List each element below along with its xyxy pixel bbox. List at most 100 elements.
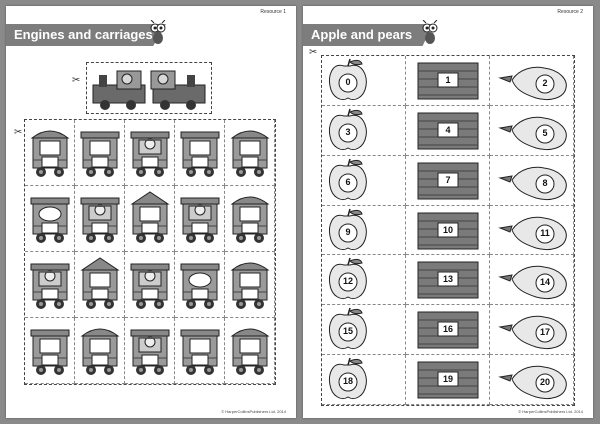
- carriage-card: [75, 318, 125, 384]
- apple-card: 12: [322, 255, 406, 306]
- carriage-card: [125, 252, 175, 318]
- crate-icon: [417, 212, 479, 250]
- carriage-child-icon: [80, 197, 120, 243]
- carriage-square-icon: [180, 329, 220, 375]
- crate-number: 19: [442, 374, 453, 385]
- pear-card: 11: [490, 205, 574, 256]
- apple-number: 12: [342, 276, 353, 287]
- scissors-icon: ✂: [14, 127, 23, 138]
- carriage-oval-icon: [30, 197, 70, 243]
- pear-icon: [498, 116, 567, 150]
- pear-card: 20: [490, 355, 574, 405]
- pear-icon: [498, 216, 567, 250]
- carriage-card: [125, 120, 175, 186]
- carriage-square-icon: [180, 131, 220, 177]
- carriage-card: [175, 186, 225, 252]
- carriage-child-icon: [130, 131, 170, 177]
- carriage-child-icon: [180, 197, 220, 243]
- page-title: Engines and carriages: [6, 24, 166, 46]
- carriage-card: [175, 120, 225, 186]
- carriage-card: [25, 120, 75, 186]
- carriage-square-icon: [80, 131, 120, 177]
- carriage-grid: [24, 119, 276, 385]
- crate-number: 13: [442, 274, 453, 285]
- crate-card: 1: [406, 56, 490, 106]
- carriage-card: [225, 186, 275, 252]
- resource-label: Resource 1: [260, 9, 286, 15]
- pear-icon: [498, 365, 567, 400]
- carriage-card: [125, 186, 175, 252]
- copyright: © HarperCollinsPublishers Ltd. 2014: [518, 409, 583, 414]
- pear-number: 5: [542, 127, 548, 138]
- carriage-card: [125, 318, 175, 384]
- crate-number: 1: [445, 75, 451, 85]
- crate-icon: [417, 361, 479, 399]
- carriage-round-icon: [230, 262, 270, 309]
- carriage-round-icon: [230, 328, 270, 375]
- crate-card: 13: [406, 255, 490, 306]
- apple-card: 18: [322, 355, 406, 405]
- ant-mascot-icon: [422, 20, 438, 44]
- carriage-child-icon: [130, 329, 170, 375]
- crate-card: 19: [406, 355, 490, 405]
- pear-card: 14: [490, 255, 574, 306]
- carriage-card: [75, 120, 125, 186]
- carriage-round-icon: [230, 130, 270, 177]
- crate-number: 10: [442, 224, 453, 235]
- scissors-icon: ✂: [309, 47, 318, 58]
- apple-number: 0: [345, 77, 351, 87]
- crate-icon: [417, 112, 479, 150]
- carriage-house-icon: [130, 191, 170, 243]
- apple-icon: [329, 158, 367, 200]
- carriage-card: [225, 120, 275, 186]
- carriage-square-icon: [30, 329, 70, 375]
- carriage-card: [175, 252, 225, 318]
- carriage-card: [75, 252, 125, 318]
- carriage-round-icon: [30, 130, 70, 177]
- apple-icon: [329, 357, 367, 400]
- engine-cutout: [86, 62, 212, 114]
- apple-icon: [329, 208, 367, 250]
- carriage-round-icon: [230, 196, 270, 243]
- pear-icon: [498, 166, 567, 200]
- crate-number: 16: [442, 324, 453, 335]
- crate-card: 7: [406, 155, 490, 206]
- crate-card: 10: [406, 205, 490, 256]
- carriage-child-icon: [130, 263, 170, 309]
- carriage-card: [25, 318, 75, 384]
- pear-number: 14: [539, 277, 550, 288]
- apple-number: 6: [345, 176, 351, 187]
- pear-number: 8: [542, 177, 548, 188]
- pear-number: 11: [540, 227, 550, 238]
- pear-card: 2: [490, 56, 574, 106]
- carriage-house-icon: [80, 257, 120, 309]
- crate-number: 7: [445, 174, 451, 185]
- apple-number: 18: [342, 376, 353, 387]
- apple-icon: [329, 258, 367, 300]
- apple-card: 15: [322, 305, 406, 356]
- crate-card: 4: [406, 105, 490, 156]
- pear-card: 8: [490, 155, 574, 206]
- pear-number: 17: [539, 327, 550, 338]
- apple-icon: [329, 108, 367, 150]
- carriage-card: [25, 252, 75, 318]
- carriage-card: [25, 186, 75, 252]
- apple-number: 9: [345, 226, 351, 237]
- apple-number: 15: [342, 326, 353, 337]
- crate-icon: [417, 311, 479, 349]
- crate-icon: [417, 62, 479, 100]
- carriage-oval-icon: [180, 263, 220, 309]
- resource-page-1: Resource 1 Engines and carriages ✂ ✂: [6, 6, 296, 418]
- crate-number: 4: [445, 124, 451, 135]
- pear-icon: [498, 266, 567, 300]
- ant-mascot-icon: [150, 20, 166, 44]
- crate-card: 16: [406, 305, 490, 356]
- carriage-card: [225, 318, 275, 384]
- apple-number: 3: [345, 126, 351, 137]
- apple-card: 3: [322, 105, 406, 156]
- page-title: Apple and pears: [303, 24, 433, 46]
- pear-number: 2: [542, 78, 548, 88]
- copyright: © HarperCollinsPublishers Ltd. 2014: [221, 409, 286, 414]
